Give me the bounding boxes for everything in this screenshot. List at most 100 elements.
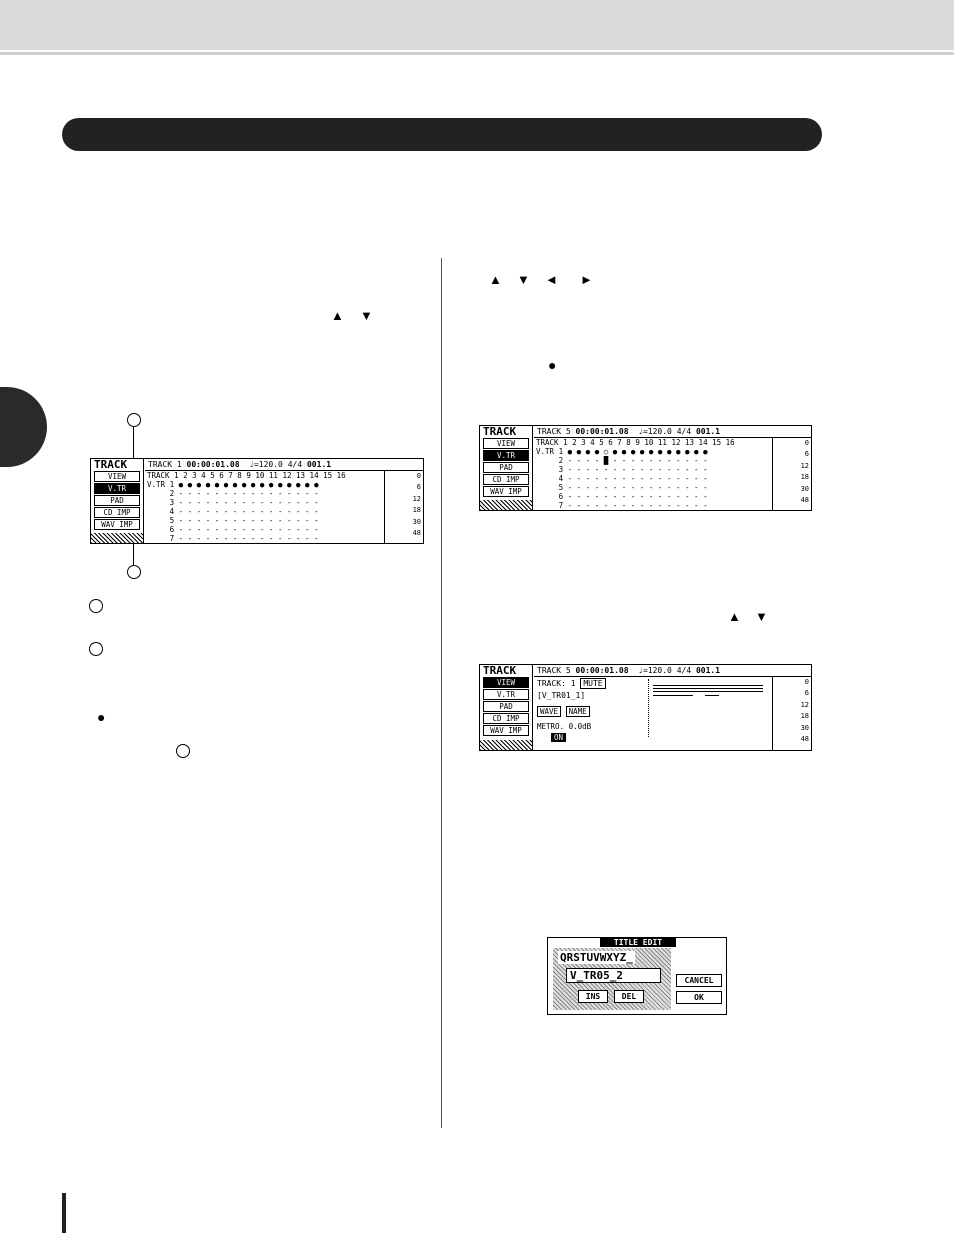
- down-arrow-icon: ▼: [517, 272, 530, 287]
- wave-button[interactable]: WAVE: [537, 706, 562, 717]
- level-meter: 0 6 12 18 30 48: [384, 471, 423, 543]
- metro-line: METRO. 0.0dB: [537, 722, 591, 731]
- ok-button[interactable]: OK: [676, 991, 722, 1004]
- track-line: TRACK: 1 MUTE: [537, 678, 606, 689]
- tab-vtr[interactable]: V.TR: [94, 483, 140, 494]
- tempo-display: ♩=120.0 4/4: [249, 460, 303, 469]
- bar-counter: 001.1: [695, 666, 721, 675]
- circle-symbol-icon: [176, 744, 190, 758]
- down-arrow-icon: ▼: [360, 308, 373, 323]
- ins-button[interactable]: INS: [578, 990, 608, 1003]
- track-number-label: TRACK: 1: [537, 679, 576, 688]
- track-field: TRACK 5: [537, 666, 576, 675]
- tab-vtr[interactable]: V.TR: [483, 450, 529, 461]
- callout-2-marker: [127, 565, 141, 579]
- lcd-hatch: [480, 740, 532, 750]
- title-edit-dialog: TITLE EDIT QRSTUVWXYZ_ V_TR05_2 INS DEL …: [547, 937, 727, 1015]
- wave-name-buttons: WAVE NAME: [537, 706, 590, 717]
- up-arrow-icon: ▲: [489, 272, 502, 287]
- time-counter: 00:00:01.08: [575, 427, 629, 436]
- time-counter: 00:00:01.08: [575, 666, 629, 675]
- callout-1-marker: [127, 413, 141, 427]
- vtrack-grid: TRACK 1 2 3 4 5 6 7 8 9 10 11 12 13 14 1…: [147, 471, 346, 543]
- lcd-hatch: [91, 533, 143, 543]
- meter-label: 18: [800, 712, 809, 721]
- track-field: TRACK 1: [148, 460, 187, 469]
- name-button[interactable]: NAME: [565, 706, 590, 717]
- meter-label: 12: [412, 494, 421, 503]
- tab-vtr[interactable]: V.TR: [483, 689, 529, 700]
- lcd-sidebar-title: TRACK: [483, 425, 517, 438]
- character-picker[interactable]: QRSTUVWXYZ_: [558, 951, 635, 964]
- tab-wav-imp[interactable]: WAV IMP: [94, 519, 140, 530]
- left-arrow-icon: ◄: [545, 272, 558, 287]
- meter-label: 6: [804, 450, 809, 459]
- metro-on-button[interactable]: ON: [551, 733, 567, 742]
- callout-1-marker: [89, 599, 103, 613]
- meter-label: 30: [412, 517, 421, 526]
- section-heading-bar: [62, 118, 822, 151]
- lcd-sidebar: TRACK VIEW V.TR PAD CD IMP WAV IMP: [480, 665, 533, 750]
- meter-label: 30: [800, 484, 809, 493]
- bullet-icon: ●: [97, 709, 106, 725]
- bar-counter: 001.1: [306, 460, 332, 469]
- callout-2-marker: [89, 642, 103, 656]
- track-numbers: TRACK 1 2 3 4 5 6 7 8 9 10 11 12 13 14 1…: [536, 438, 735, 447]
- cancel-button[interactable]: CANCEL: [676, 974, 722, 987]
- lcd-sidebar-title: TRACK: [483, 664, 517, 677]
- tab-wav-imp[interactable]: WAV IMP: [483, 486, 529, 497]
- meter-label: 0: [416, 472, 421, 480]
- lcd-screen-vtr-5: TRACK VIEW V.TR PAD CD IMP WAV IMP TRACK…: [479, 425, 812, 511]
- meter-label: 12: [800, 700, 809, 709]
- tab-wav-imp[interactable]: WAV IMP: [483, 725, 529, 736]
- tab-cd-imp[interactable]: CD IMP: [483, 474, 529, 485]
- meter-label: 0: [804, 439, 809, 447]
- meter-label: 48: [412, 529, 421, 538]
- tab-view[interactable]: VIEW: [483, 438, 529, 449]
- callout-1-leader: [133, 427, 134, 471]
- header-rule: [0, 52, 954, 55]
- vtrack-grid: TRACK 1 2 3 4 5 6 7 8 9 10 11 12 13 14 1…: [536, 438, 735, 510]
- vtrack-name: [V_TR01_1]: [537, 691, 586, 700]
- tab-view[interactable]: VIEW: [94, 471, 140, 482]
- time-counter: 00:00:01.08: [186, 460, 240, 469]
- column-divider: [441, 258, 442, 1128]
- tab-pad[interactable]: PAD: [483, 462, 529, 473]
- tab-view[interactable]: VIEW: [483, 677, 529, 688]
- bullet-icon: ●: [548, 357, 557, 373]
- lcd-header: TRACK 1 00:00:01.08 ♩=120.0 4/4 001.1: [145, 459, 423, 471]
- metro-value: 0.0dB: [568, 722, 592, 731]
- meter-label: 48: [800, 735, 809, 744]
- up-arrow-icon: ▲: [728, 609, 741, 624]
- up-arrow-icon: ▲: [331, 308, 344, 323]
- meter-label: 18: [412, 506, 421, 515]
- tempo-display: ♩=120.0 4/4: [638, 427, 692, 436]
- waveform-area: [648, 679, 767, 737]
- meter-label: 12: [800, 461, 809, 470]
- meter-label: 30: [800, 723, 809, 732]
- tempo-display: ♩=120.0 4/4: [638, 666, 692, 675]
- title-input[interactable]: V_TR05_2: [566, 968, 661, 983]
- meter-label: 6: [804, 689, 809, 698]
- lcd-sidebar: TRACK VIEW V.TR PAD CD IMP WAV IMP: [91, 459, 144, 543]
- down-arrow-icon: ▼: [755, 609, 768, 624]
- mute-button[interactable]: MUTE: [580, 678, 606, 689]
- lcd-header: TRACK 5 00:00:01.08 ♩=120.0 4/4 001.1: [534, 665, 811, 677]
- lcd-screen-view: TRACK VIEW V.TR PAD CD IMP WAV IMP TRACK…: [479, 664, 812, 751]
- meter-label: 48: [800, 496, 809, 505]
- metro-label: METRO.: [537, 722, 565, 731]
- lcd-header: TRACK 5 00:00:01.08 ♩=120.0 4/4 001.1: [534, 426, 811, 438]
- header-band: [0, 0, 954, 50]
- bar-counter: 001.1: [695, 427, 721, 436]
- tab-pad[interactable]: PAD: [94, 495, 140, 506]
- tab-cd-imp[interactable]: CD IMP: [94, 507, 140, 518]
- track-numbers: TRACK 1 2 3 4 5 6 7 8 9 10 11 12 13 14 1…: [147, 471, 346, 480]
- tab-pad[interactable]: PAD: [483, 701, 529, 712]
- lcd-screen-vtr-1: TRACK VIEW V.TR PAD CD IMP WAV IMP TRACK…: [90, 458, 424, 544]
- lcd-sidebar: TRACK VIEW V.TR PAD CD IMP WAV IMP: [480, 426, 533, 510]
- del-button[interactable]: DEL: [614, 990, 644, 1003]
- meter-label: 0: [804, 678, 809, 686]
- tab-cd-imp[interactable]: CD IMP: [483, 713, 529, 724]
- meter-label: 18: [800, 473, 809, 482]
- right-arrow-icon: ►: [580, 272, 593, 287]
